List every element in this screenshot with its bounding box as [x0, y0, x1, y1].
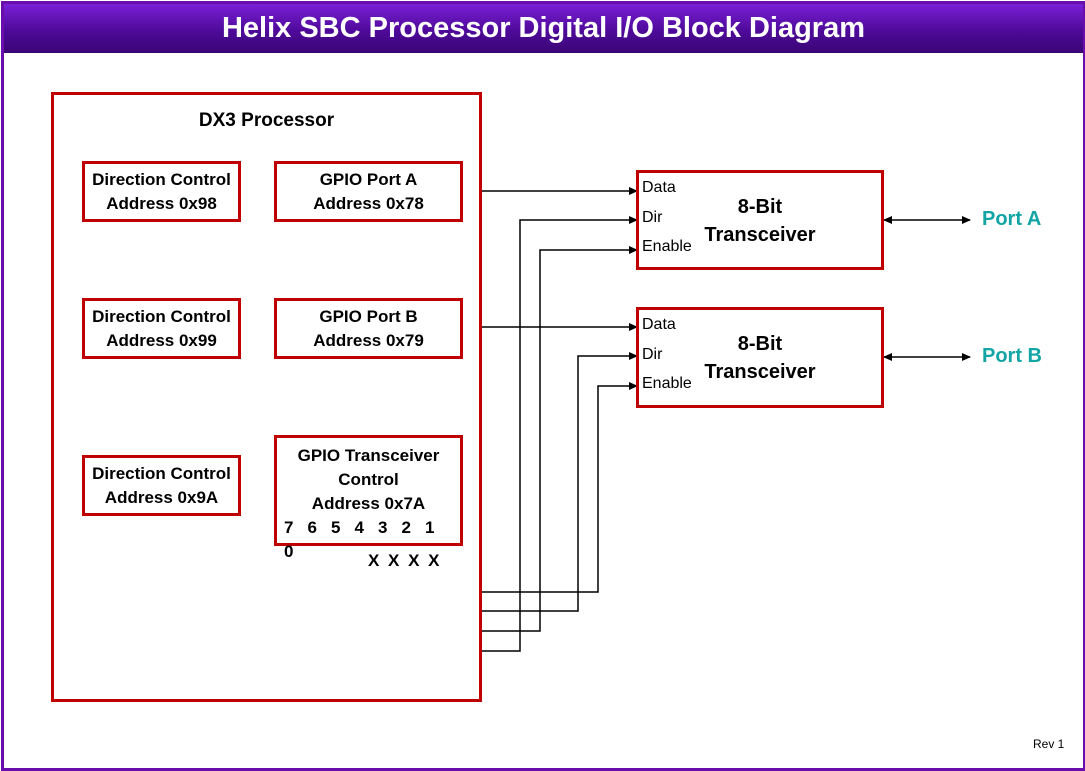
- transceiver-a-pin-data: Data: [642, 179, 676, 196]
- processor-title: DX3 Processor: [198, 110, 335, 131]
- port-a-label: Port A: [982, 208, 1042, 230]
- gpio-port-b-label: GPIO Port B: [319, 307, 418, 326]
- direction-control-a-box: Direction Control Address 0x98: [82, 161, 241, 222]
- bit-3: 3: [378, 518, 388, 537]
- bit-2: 2: [401, 518, 411, 537]
- direction-control-b-box: Direction Control Address 0x99: [82, 298, 241, 359]
- bit-7: 7: [284, 518, 294, 537]
- revision-label: Rev 1: [1033, 737, 1065, 751]
- unused-bits-marker: X X X X: [368, 551, 442, 570]
- transceiver-b-box: [636, 307, 884, 408]
- port-b-label: Port B: [982, 345, 1042, 367]
- gpio-transceiver-control-label: GPIO Transceiver: [297, 446, 440, 465]
- transceiver-b-title: 8-Bit Transceiver: [695, 330, 825, 386]
- gpio-port-b-box: GPIO Port B Address 0x79: [274, 298, 463, 359]
- direction-control-b-address: Address 0x99: [106, 331, 217, 350]
- bit-1: 1: [425, 518, 435, 537]
- transceiver-a-pin-dir: Dir: [642, 209, 663, 226]
- direction-control-c-label: Direction Control: [92, 464, 231, 483]
- gpio-port-b-address: Address 0x79: [313, 331, 424, 350]
- gpio-transceiver-control-address: Address 0x7A: [311, 494, 426, 513]
- transceiver-a-pin-enable: Enable: [642, 238, 692, 255]
- transceiver-b-pin-dir: Dir: [642, 346, 663, 363]
- transceiver-b-pin-enable: Enable: [642, 375, 692, 392]
- gpio-port-a-label: GPIO Port A: [319, 170, 418, 189]
- bit-0: 0: [284, 542, 294, 561]
- transceiver-a-title: 8-Bit Transceiver: [695, 193, 825, 249]
- direction-control-a-label: Direction Control: [92, 170, 231, 189]
- page-title: Helix SBC Processor Digital I/O Block Di…: [4, 4, 1083, 53]
- transceiver-b-title-line2: Transceiver: [704, 361, 816, 383]
- direction-control-c-address: Address 0x9A: [104, 488, 219, 507]
- bit-5: 5: [331, 518, 341, 537]
- transceiver-a-box: [636, 170, 884, 270]
- transceiver-b-title-line1: 8-Bit: [737, 333, 783, 355]
- gpio-port-a-box: GPIO Port A Address 0x78: [274, 161, 463, 222]
- transceiver-a-title-line2: Transceiver: [704, 224, 816, 246]
- bit-6: 6: [307, 518, 317, 537]
- bit-4: 4: [354, 518, 364, 537]
- direction-control-a-address: Address 0x98: [106, 194, 217, 213]
- transceiver-a-title-line1: 8-Bit: [737, 196, 783, 218]
- transceiver-b-pin-data: Data: [642, 316, 676, 333]
- direction-control-c-box: Direction Control Address 0x9A: [82, 455, 241, 516]
- direction-control-b-label: Direction Control: [92, 307, 231, 326]
- gpio-transceiver-control-label2: Control: [338, 470, 399, 489]
- gpio-port-a-address: Address 0x78: [313, 194, 424, 213]
